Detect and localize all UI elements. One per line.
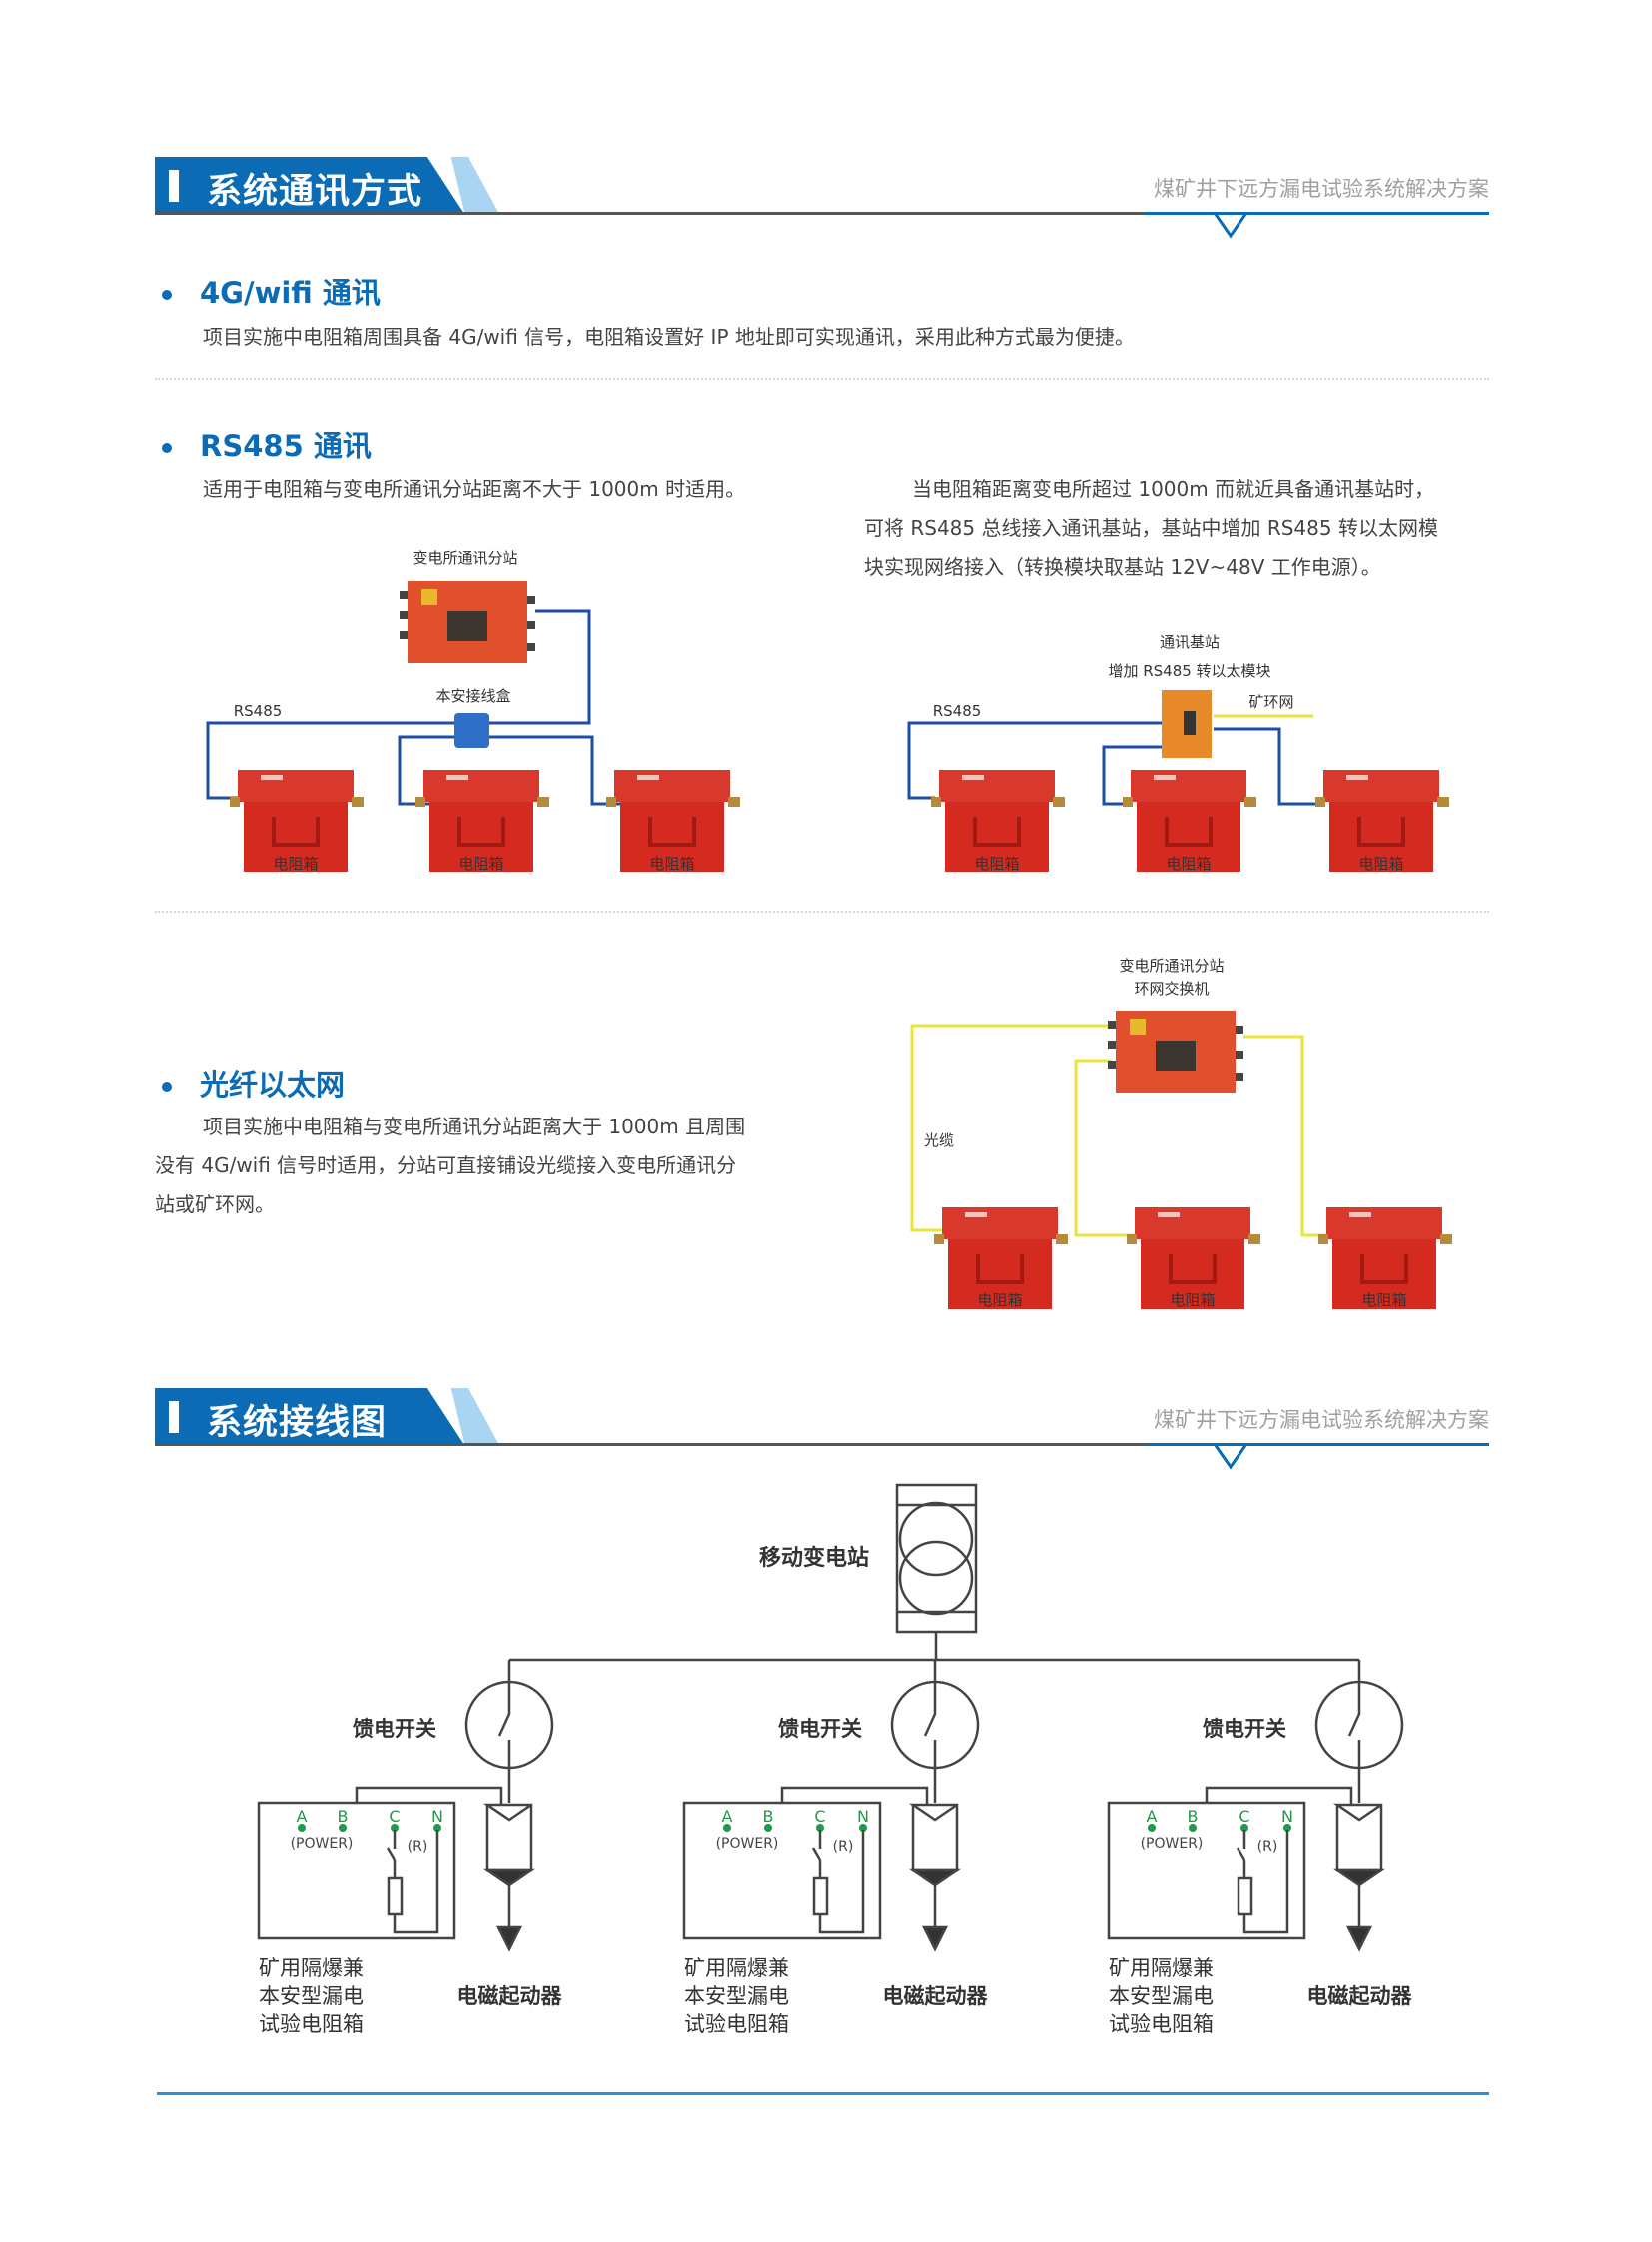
section-title: 系统接线图 (207, 1403, 388, 1443)
heading-text: 光纤以太网 (200, 1068, 346, 1102)
resistor-box-label: 试验电阻箱 (259, 2012, 364, 2036)
label: 电阻箱 (1166, 855, 1211, 873)
starter-icon (482, 1803, 536, 1952)
power-label: (POWER) (291, 1836, 354, 1852)
rs485-basestation-diagram: 通讯基站 增加 RS485 转以太模块 矿环网 RS485 电阻箱 电阻箱 电阻… (907, 633, 1451, 874)
section-header-communication: 系统通讯方式 (155, 157, 499, 214)
resistor-box-label: 本安型漏电 (259, 1984, 364, 2008)
fiber-body: 项目实施中电阻箱与变电所通讯分站距离大于 1000m 且周围 没有 4G/wif… (155, 1108, 814, 1224)
wiring-diagram: 移动变电站 馈电开关 A B C N (257, 1483, 1414, 2038)
section-header-wiring: 系统接线图 (155, 1388, 499, 1445)
r-label: (R) (408, 1839, 428, 1855)
rs485-direct-diagram: 变电所通讯分站 本安接线盒 RS485 电阻箱 电阻箱 电阻箱 (206, 549, 742, 874)
bullet-icon (162, 290, 172, 300)
terminal-a: A (297, 1807, 308, 1826)
terminals: A B C N (297, 1807, 443, 1832)
doc-subtitle: 煤矿井下远方漏电试验系统解决方案 (1154, 1408, 1489, 1432)
doc-subtitle: 煤矿井下远方漏电试验系统解决方案 (1154, 177, 1489, 201)
bullet-icon (162, 1082, 172, 1092)
terminal-n: N (431, 1807, 443, 1826)
heading-rs485: RS485 通讯 (162, 423, 372, 465)
fiber-diagram: 变电所通讯分站 环网交换机 光缆 电阻箱 电阻箱 电阻箱 (910, 957, 1454, 1311)
label: 电阻箱 (649, 855, 694, 873)
label: 增加 RS485 转以太模块 (1108, 662, 1270, 680)
line: 可将 RS485 总线接入通讯基站，基站中增加 RS485 转以太网模 (864, 516, 1438, 540)
feeder-group: 馈电开关 A B C N (POWER) (R) (257, 1660, 563, 2036)
line: 当电阻箱距离变电所超过 1000m 而就近具备通讯基站时， (912, 477, 1435, 501)
label: RS485 (234, 702, 283, 720)
substation-comm-unit (400, 581, 535, 663)
line: 块实现网络接入（转换模块取基站 12V~48V 工作电源）。 (864, 555, 1381, 579)
label: 本安接线盒 (435, 687, 510, 705)
dotted-divider (155, 911, 1489, 913)
bullet-icon (162, 443, 172, 453)
footer-line (157, 2092, 1489, 2095)
divider (155, 1443, 1144, 1446)
label: 电阻箱 (977, 1291, 1022, 1309)
divider (1144, 1443, 1489, 1446)
substation-label: 移动变电站 (759, 1545, 869, 1571)
base-station-module (1162, 690, 1212, 758)
terminal-b: B (338, 1807, 349, 1826)
heading-text: RS485 通讯 (200, 429, 372, 463)
heading-text: 4G/wifi 通讯 (200, 276, 381, 310)
rs485-right-body: 当电阻箱距离变电所超过 1000m 而就近具备通讯基站时， 可将 RS485 总… (864, 470, 1503, 587)
junction-box (454, 713, 489, 748)
label: 变电所通讯分站 (413, 549, 517, 567)
resistor-box-schematic (257, 1801, 456, 1940)
label: 电阻箱 (974, 855, 1019, 873)
label: 光缆 (924, 1131, 954, 1149)
dotted-divider (155, 378, 1489, 380)
line: 项目实施中电阻箱与变电所通讯分站距离大于 1000m 且周围 (203, 1115, 746, 1138)
heading-fiber: 光纤以太网 (162, 1062, 345, 1104)
label: 变电所通讯分站 (1119, 957, 1224, 975)
heading-4g-wifi: 4G/wifi 通讯 (162, 270, 381, 312)
transformer-icon (895, 1483, 978, 1634)
label: 电阻箱 (273, 855, 318, 873)
label: RS485 (933, 702, 982, 720)
line: 站或矿环网。 (155, 1192, 275, 1216)
resistor-box-label: 矿用隔爆兼 (259, 1956, 364, 1980)
terminal-c: C (389, 1807, 400, 1826)
label: 电阻箱 (458, 855, 503, 873)
starter-label: 电磁起动器 (457, 1984, 563, 2008)
label: 电阻箱 (1358, 855, 1403, 873)
rs485-left-body: 适用于电阻箱与变电所通讯分站距离不大于 1000m 时适用。 (203, 477, 746, 501)
label: 矿环网 (1248, 693, 1293, 711)
feeder-label: 馈电开关 (353, 1717, 436, 1741)
section-title: 系统通讯方式 (207, 172, 423, 212)
label: 电阻箱 (1361, 1291, 1406, 1309)
wifi-body: 项目实施中电阻箱周围具备 4G/wifi 信号，电阻箱设置好 IP 地址即可实现… (203, 325, 1135, 349)
feeder-group (682, 1658, 990, 2038)
label: 通讯基站 (1160, 633, 1220, 651)
ring-switch-station (1108, 1011, 1243, 1093)
label: 环网交换机 (1134, 980, 1209, 998)
notch-icon (1213, 212, 1248, 239)
divider (1144, 212, 1489, 215)
feeder-group (1107, 1658, 1414, 2038)
notch-icon (1213, 1443, 1248, 1470)
divider (155, 212, 1144, 215)
line: 没有 4G/wifi 信号时适用，分站可直接铺设光缆接入变电所通讯分 (155, 1153, 737, 1177)
label: 电阻箱 (1170, 1291, 1215, 1309)
